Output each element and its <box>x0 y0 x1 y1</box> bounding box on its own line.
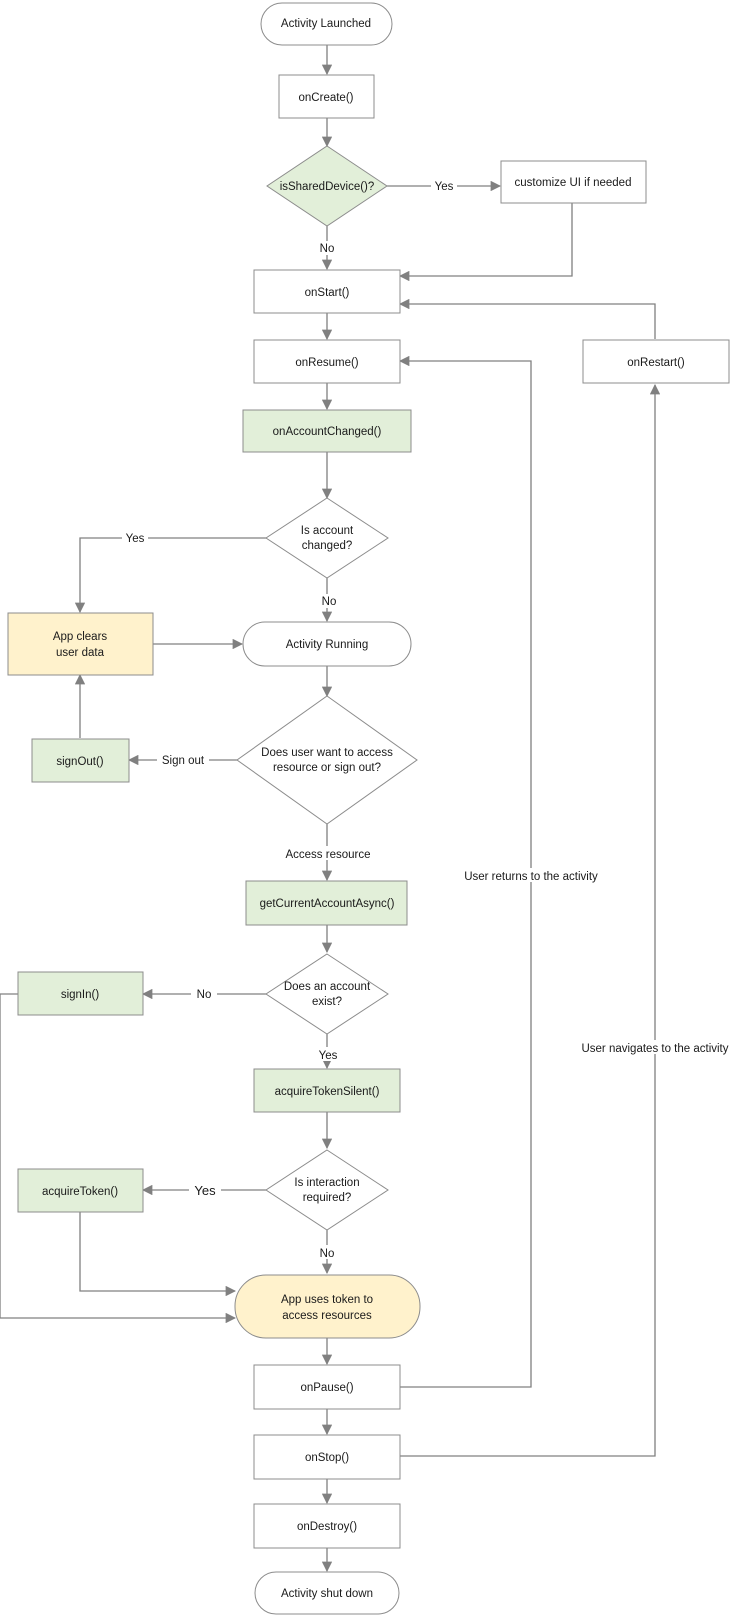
acquire-token-node <box>17 1168 144 1213</box>
is-shared-device-label: isSharedDevice()? <box>280 181 375 193</box>
signin-label: signIn() <box>61 989 100 1001</box>
edge-label-user-navigates: User navigates to the activity <box>581 1043 728 1055</box>
app-clears-label-line2: user data <box>56 647 105 659</box>
signin-node <box>17 971 144 1016</box>
edge-signin-to-usestoken <box>0 993 237 1324</box>
edge-acquire-to-usestoken <box>79 1212 237 1297</box>
user-choice-label-line1: Does user want to access <box>261 747 393 759</box>
app-uses-token-label-line2: access resources <box>282 1310 372 1322</box>
edge-label-account-exists-no: No <box>197 989 212 1001</box>
is-account-changed-label-line2: changed? <box>302 540 353 552</box>
oncreate-label: onCreate() <box>299 92 354 104</box>
acquire-token-label: acquireToken() <box>42 1186 118 1198</box>
is-account-changed-label-line1: Is account <box>301 525 354 537</box>
activity-shut-down-label: Activity shut down <box>281 1588 373 1600</box>
get-current-account-label: getCurrentAccountAsync() <box>260 898 395 910</box>
signout-label: signOut() <box>56 756 103 768</box>
acquire-token-silent-node <box>253 1068 401 1113</box>
edge-label-account-changed-yes: Yes <box>126 533 145 545</box>
app-clears-user-data-node <box>7 612 154 676</box>
interaction-required-label-line1: Is interaction <box>294 1177 359 1189</box>
activity-launched-node <box>260 2 393 46</box>
edge-label-account-exists-yes: Yes <box>319 1050 338 1062</box>
activity-running-node <box>242 621 412 667</box>
is-account-changed-decision <box>265 497 389 579</box>
activity-running-label: Activity Running <box>286 639 368 651</box>
onpause-node <box>253 1364 401 1410</box>
signout-node <box>31 738 130 783</box>
get-current-account-node <box>245 880 408 926</box>
onstart-node <box>253 269 401 314</box>
nodes: Activity Launched onCreate() isSharedDev… <box>7 2 730 1615</box>
customize-ui-label: customize UI if needed <box>515 177 632 189</box>
edge-label-account-changed-no: No <box>322 596 337 608</box>
onresume-label: onResume() <box>295 357 358 369</box>
onrestart-node <box>582 339 730 384</box>
onstop-node <box>253 1434 401 1480</box>
interaction-required-decision <box>265 1149 389 1231</box>
edge-label-sign-out: Sign out <box>162 755 205 767</box>
onstop-label: onStop() <box>305 1452 349 1464</box>
ondestroy-node <box>253 1503 401 1549</box>
edge-labels: Yes No Yes No Sign out Access resource N… <box>122 178 737 1260</box>
customize-ui-node <box>500 160 647 204</box>
app-uses-token-node <box>234 1274 421 1339</box>
account-exists-label-line2: exist? <box>312 996 342 1008</box>
edge-label-shared-yes: Yes <box>435 181 454 193</box>
interaction-required-label-line2: required? <box>303 1192 352 1204</box>
edge-onrestart-to-onstart <box>398 298 656 339</box>
onpause-label: onPause() <box>300 1382 353 1394</box>
app-uses-token-label-line1: App uses token to <box>281 1294 373 1306</box>
account-exists-label-line1: Does an account <box>284 981 371 993</box>
account-exists-decision <box>265 953 389 1035</box>
edge-ischanged-yes-to-clears <box>74 537 266 614</box>
user-choice-decision <box>236 695 418 825</box>
onaccountchanged-node <box>242 409 412 453</box>
edge-label-access-resource: Access resource <box>285 849 370 861</box>
onrestart-label: onRestart() <box>627 357 685 369</box>
acquire-token-silent-label: acquireTokenSilent() <box>275 1086 380 1098</box>
user-choice-label-line2: resource or sign out? <box>273 762 381 774</box>
edge-label-shared-no: No <box>320 243 335 255</box>
activity-shut-down-node <box>254 1571 400 1615</box>
edge-label-interaction-no: No <box>320 1248 335 1260</box>
onstart-label: onStart() <box>305 287 350 299</box>
oncreate-node <box>278 74 375 119</box>
activity-launched-label: Activity Launched <box>281 18 371 30</box>
onresume-node <box>253 339 401 384</box>
edge-label-interaction-yes: Yes <box>194 1183 216 1198</box>
onaccountchanged-label: onAccountChanged() <box>273 426 382 438</box>
edge-onstop-navigate-to-onrestart <box>400 383 661 1457</box>
edge-customize-to-onstart <box>398 203 573 282</box>
app-clears-label-line1: App clears <box>53 631 108 643</box>
edge-label-user-returns: User returns to the activity <box>464 871 598 883</box>
ondestroy-label: onDestroy() <box>297 1521 357 1533</box>
is-shared-device-decision <box>266 145 388 227</box>
